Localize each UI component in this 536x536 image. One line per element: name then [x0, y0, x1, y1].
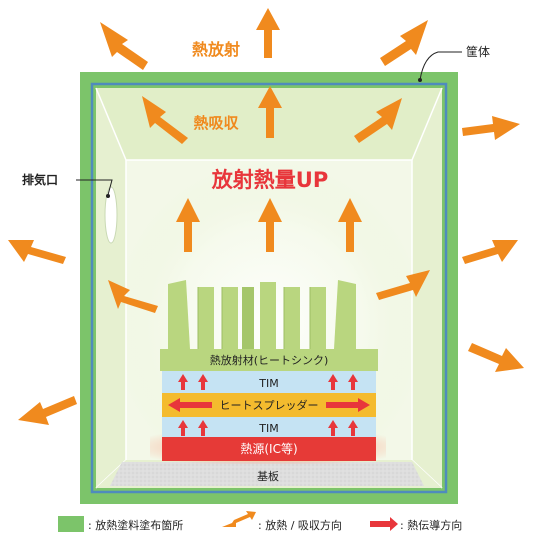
conduction-arrow	[198, 420, 208, 436]
exhaust-port	[104, 186, 118, 244]
conduction-arrow	[348, 420, 358, 436]
radiation-arrow	[380, 20, 428, 66]
radiation-arrow	[256, 8, 280, 58]
absorption-arrow	[354, 98, 402, 143]
conduction-arrow	[328, 374, 338, 390]
conduction-arrow	[348, 374, 358, 390]
heatsink-label: 熱放射材(ヒートシンク)	[210, 353, 329, 367]
tim-upper-label: TIM	[258, 377, 278, 390]
tim-lower-label: TIM	[258, 422, 278, 435]
legend-conduction-label: : 熱伝導方向	[400, 518, 462, 532]
radiation-arrows-outer	[8, 8, 524, 425]
heat-source: 熱源(IC等)	[150, 430, 386, 464]
conduction-arrows	[168, 374, 370, 436]
legend-coating-label: : 放熱塗料塗布箇所	[88, 518, 183, 532]
heat-absorption-label: 熱吸収	[193, 114, 239, 132]
heatsink: 熱放射材(ヒートシンク)	[160, 280, 378, 371]
radiation-arrows-inner	[108, 86, 430, 313]
heat-source-block	[162, 437, 376, 461]
heat-radiation-label: 熱放射	[192, 40, 240, 59]
radiation-arrow	[18, 396, 77, 425]
legend-radiation-label: : 放熱 / 吸収方向	[258, 518, 342, 532]
legend: : 放熱塗料塗布箇所 : 放熱 / 吸収方向 : 熱伝導方向	[58, 511, 462, 532]
radiation-arrow	[338, 198, 362, 252]
conduction-arrow	[178, 420, 188, 436]
housing-label: 筐体	[466, 44, 490, 59]
tim-upper: TIM	[162, 371, 376, 393]
housing-callout: 筐体	[418, 44, 490, 82]
exhaust-callout: 排気口	[22, 172, 113, 198]
radiation-arrow	[108, 280, 158, 313]
absorption-arrow	[258, 86, 282, 138]
housing-right-wall	[412, 88, 442, 488]
radiation-arrow	[258, 198, 282, 252]
legend-coating-swatch	[58, 516, 84, 532]
radiation-arrow	[100, 22, 148, 70]
housing-wall	[90, 82, 448, 494]
absorption-arrow	[142, 96, 188, 144]
radiation-arrow	[376, 270, 430, 300]
legend-radiation-arrow	[222, 511, 256, 527]
radiation-arrow	[176, 198, 200, 252]
radiation-arrow	[468, 343, 524, 372]
conduction-arrow	[168, 398, 212, 412]
exhaust-label: 排気口	[22, 172, 58, 187]
legend-conduction-arrow	[370, 517, 398, 531]
tim-lower: TIM	[162, 417, 376, 437]
heat-spreader-label: ヒートスプレッダー	[220, 398, 319, 412]
conduction-arrow	[328, 420, 338, 436]
conduction-arrow	[178, 374, 188, 390]
radiation-up-label: 放射熱量UP	[211, 168, 328, 192]
radiation-arrow	[462, 240, 518, 264]
substrate-label: 基板	[257, 469, 279, 483]
conduction-arrow	[198, 374, 208, 390]
radiation-arrow	[8, 240, 66, 264]
heat-source-label: 熱源(IC等)	[240, 442, 297, 456]
conduction-arrow	[326, 398, 370, 412]
radiation-arrow	[462, 116, 520, 140]
substrate: 基板	[110, 462, 424, 486]
